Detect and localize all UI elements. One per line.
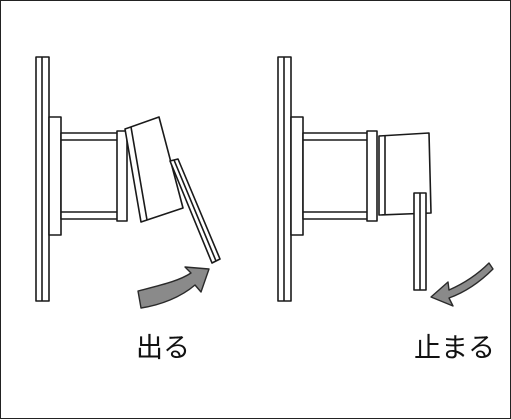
valve-body-open — [60, 132, 124, 220]
open-direction-arrow — [137, 266, 210, 309]
faucet-open — [35, 56, 221, 302]
faucet-closed — [277, 56, 432, 302]
caption-close: 止まる — [414, 333, 495, 364]
valve-body-closed — [302, 132, 374, 220]
close-direction-arrow — [430, 262, 494, 307]
handle-block-open — [124, 116, 184, 223]
caption-open: 出る — [136, 333, 190, 364]
